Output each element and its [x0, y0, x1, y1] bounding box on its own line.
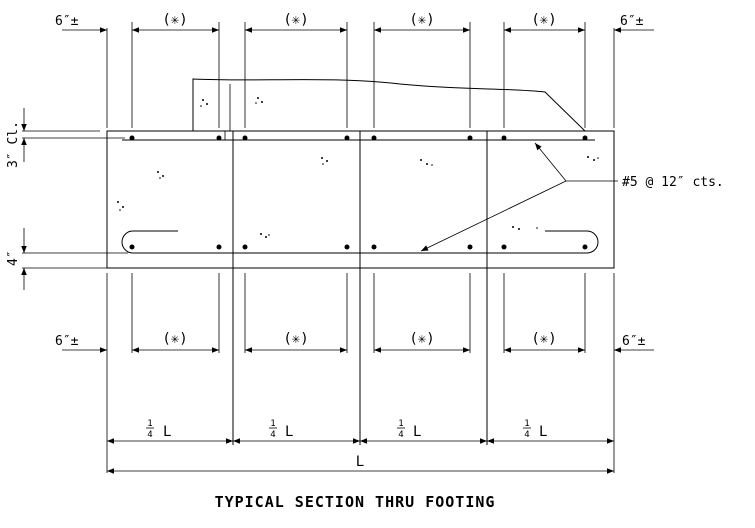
svg-text:L: L — [163, 424, 171, 440]
top-extension-lines — [106, 22, 615, 128]
bottom-spacing-2: (✳) — [283, 331, 308, 347]
svg-text:L: L — [539, 424, 547, 440]
bottom-spacing-4: (✳) — [531, 331, 556, 347]
section-dividers — [232, 131, 488, 445]
bottom-cover-label: 4″ — [6, 250, 21, 266]
top-right-edge-dim: 6″± — [620, 14, 644, 29]
top-spacing-3: (✳) — [409, 12, 434, 28]
quarter-label-1: 1 4 L — [146, 419, 171, 440]
svg-text:4: 4 — [524, 430, 529, 440]
svg-text:L: L — [413, 424, 421, 440]
quarter-label-3: 1 4 L — [397, 419, 421, 440]
svg-text:1: 1 — [398, 419, 403, 429]
top-spacing-4: (✳) — [531, 12, 556, 28]
svg-text:1: 1 — [524, 419, 529, 429]
svg-text:4: 4 — [147, 430, 152, 440]
top-cover-dimension — [21, 108, 125, 162]
svg-text:1: 1 — [147, 419, 152, 429]
top-rebar-dots — [129, 135, 588, 141]
rebar-callout-leaders — [420, 142, 618, 252]
top-cover-label: 3″ Cl. — [6, 121, 21, 168]
svg-text:4: 4 — [398, 430, 403, 440]
bottom-spacing-3: (✳) — [409, 331, 434, 347]
concrete-aggregate-marks — [117, 97, 599, 238]
bottom-spacing-1: (✳) — [162, 331, 187, 347]
quarter-label-2: 1 4 L — [269, 419, 293, 440]
bottom-cover-dimension — [21, 228, 128, 290]
top-spacing-1: (✳) — [162, 12, 187, 28]
quarter-label-4: 1 4 L — [523, 419, 547, 440]
pier-outline — [192, 78, 586, 132]
svg-text:1: 1 — [270, 419, 275, 429]
svg-text:L: L — [285, 424, 293, 440]
svg-text:4: 4 — [270, 430, 275, 440]
bottom-right-edge-dim: 6″± — [622, 334, 646, 349]
bottom-rebar-dots — [129, 244, 588, 250]
overall-length-label: L — [356, 454, 364, 470]
rebar-callout-label: #5 @ 12″ cts. — [622, 175, 724, 190]
top-left-edge-dim: 6″± — [55, 14, 79, 29]
drawing-title: TYPICAL SECTION THRU FOOTING — [215, 493, 496, 511]
top-spacing-2: (✳) — [283, 12, 308, 28]
bottom-left-edge-dim: 6″± — [55, 334, 79, 349]
